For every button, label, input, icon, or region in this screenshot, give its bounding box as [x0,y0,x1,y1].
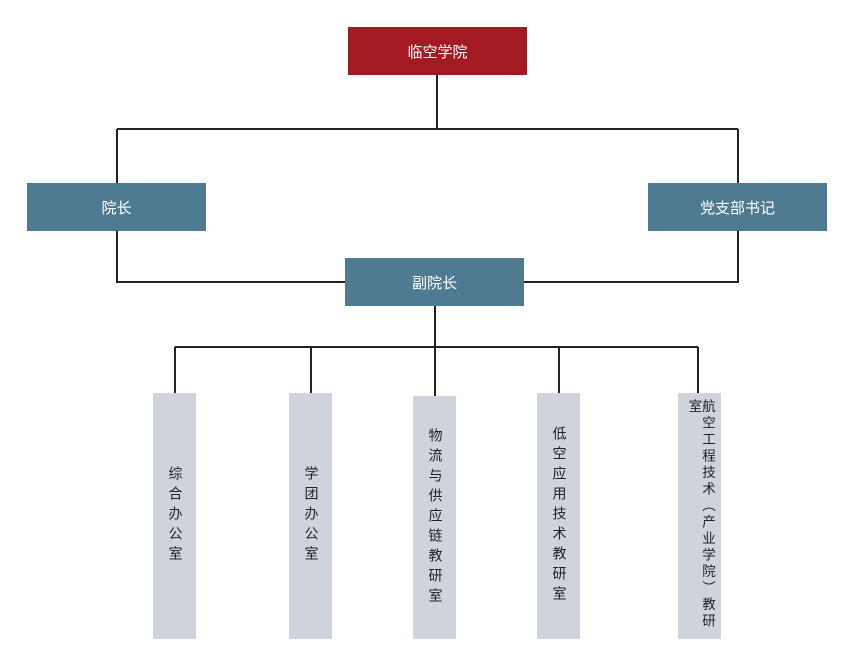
department-aviation-engineering-teaching-office: 航空工程技术（产业学院）教研室 [678,393,721,639]
department-label: 综合办公室 [166,466,183,566]
department-label: 航空工程技术（产业学院）教研室 [685,399,716,630]
party-secretary-node-label: 党支部书记 [699,198,775,217]
dean-node-label: 院长 [101,198,132,217]
vice-dean-node: 副院长 [345,258,524,306]
department-label: 学团办公室 [302,466,319,566]
department-logistics-teaching-office: 物流与供应链教研室 [413,396,456,639]
vice-dean-node-label: 副院长 [411,273,457,292]
department-label: 物流与供应链教研室 [426,427,443,608]
department-label: 低空应用技术教研室 [550,426,567,606]
department-low-altitude-teaching-office: 低空应用技术教研室 [537,393,580,639]
root-node-linkong-college: 临空学院 [348,27,527,75]
department-student-league-office: 学团办公室 [289,393,332,639]
department-general-office: 综合办公室 [153,393,196,639]
dean-node: 院长 [27,183,206,231]
party-secretary-node: 党支部书记 [648,183,827,231]
root-node-label: 临空学院 [407,42,468,61]
